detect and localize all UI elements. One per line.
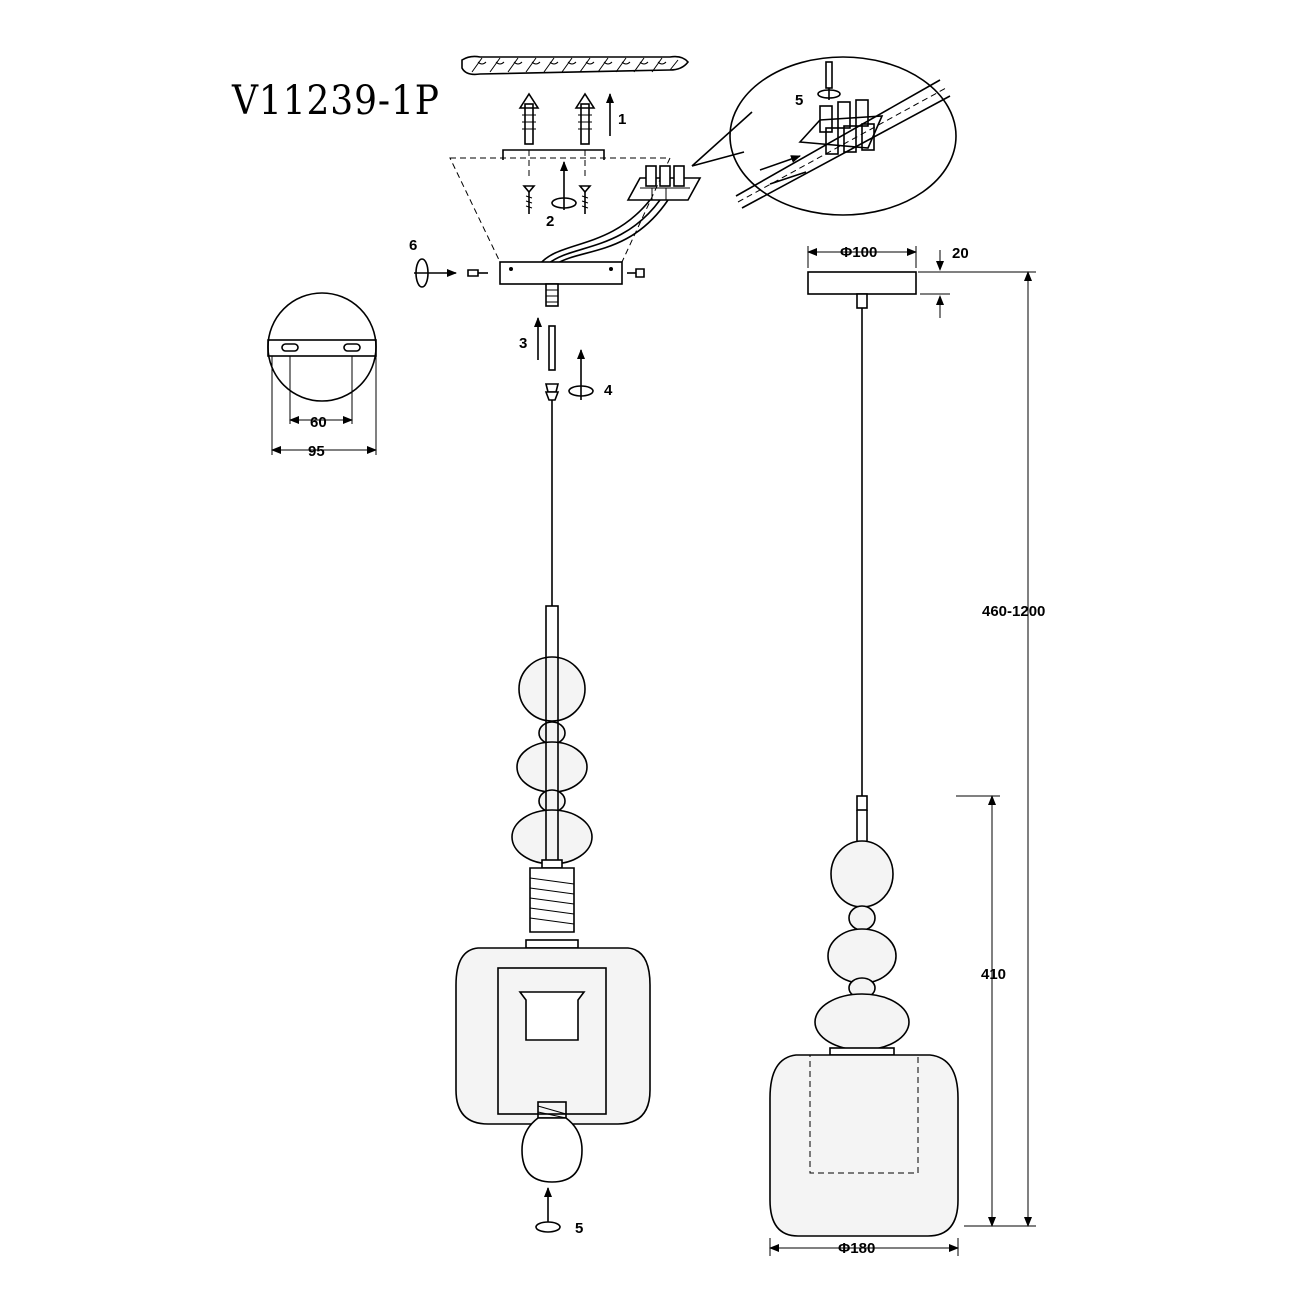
terminal-block (626, 165, 702, 201)
power-wires (539, 199, 669, 265)
terminal-detail-callout (691, 56, 957, 216)
canopy-diameter-dim: Φ100 (840, 244, 877, 261)
dimension-lines (769, 246, 1036, 1256)
step-4-label: 4 (604, 382, 613, 399)
wall-anchor-right (574, 92, 596, 145)
canopy (807, 271, 917, 295)
step-6-rotate-icon (415, 258, 429, 288)
overall-height-dim: 460-1200 (982, 603, 1045, 620)
rotate-icon (551, 197, 577, 209)
side-screw-left (467, 269, 488, 277)
bracket-screw-right (578, 185, 592, 214)
cord-grip (544, 383, 560, 393)
shade-height-dim: 410 (981, 966, 1006, 983)
step-5-detail-label: 5 (795, 92, 803, 109)
model-number: V11239-1P (232, 78, 440, 124)
threaded-rod (548, 325, 556, 371)
bracket-screw-left (522, 185, 536, 214)
step-2-label: 2 (546, 213, 554, 230)
wall-anchor-left (518, 92, 540, 145)
exploded-pendant (455, 391, 651, 1233)
mounting-bracket (502, 149, 605, 178)
plate-width-dim: 95 (308, 443, 325, 460)
step-4-rotate-icon (568, 385, 594, 397)
lamp-socket (529, 867, 575, 933)
canopy-plate (499, 261, 623, 307)
shade-diameter-dim: Φ180 (838, 1240, 875, 1257)
canopy-outline (449, 157, 671, 263)
step-3-label: 3 (519, 335, 527, 352)
mount-plate-detail (267, 292, 377, 455)
ceiling-surface (461, 55, 690, 76)
canopy-height-dim: 20 (952, 245, 969, 262)
step-5-bulb-label: 5 (575, 1220, 583, 1237)
step-6-label: 6 (409, 237, 417, 254)
side-screw-right (627, 268, 645, 278)
step-1-label: 1 (618, 111, 626, 128)
slot-spacing-dim: 60 (310, 414, 327, 431)
assembled-pendant (769, 271, 959, 1237)
